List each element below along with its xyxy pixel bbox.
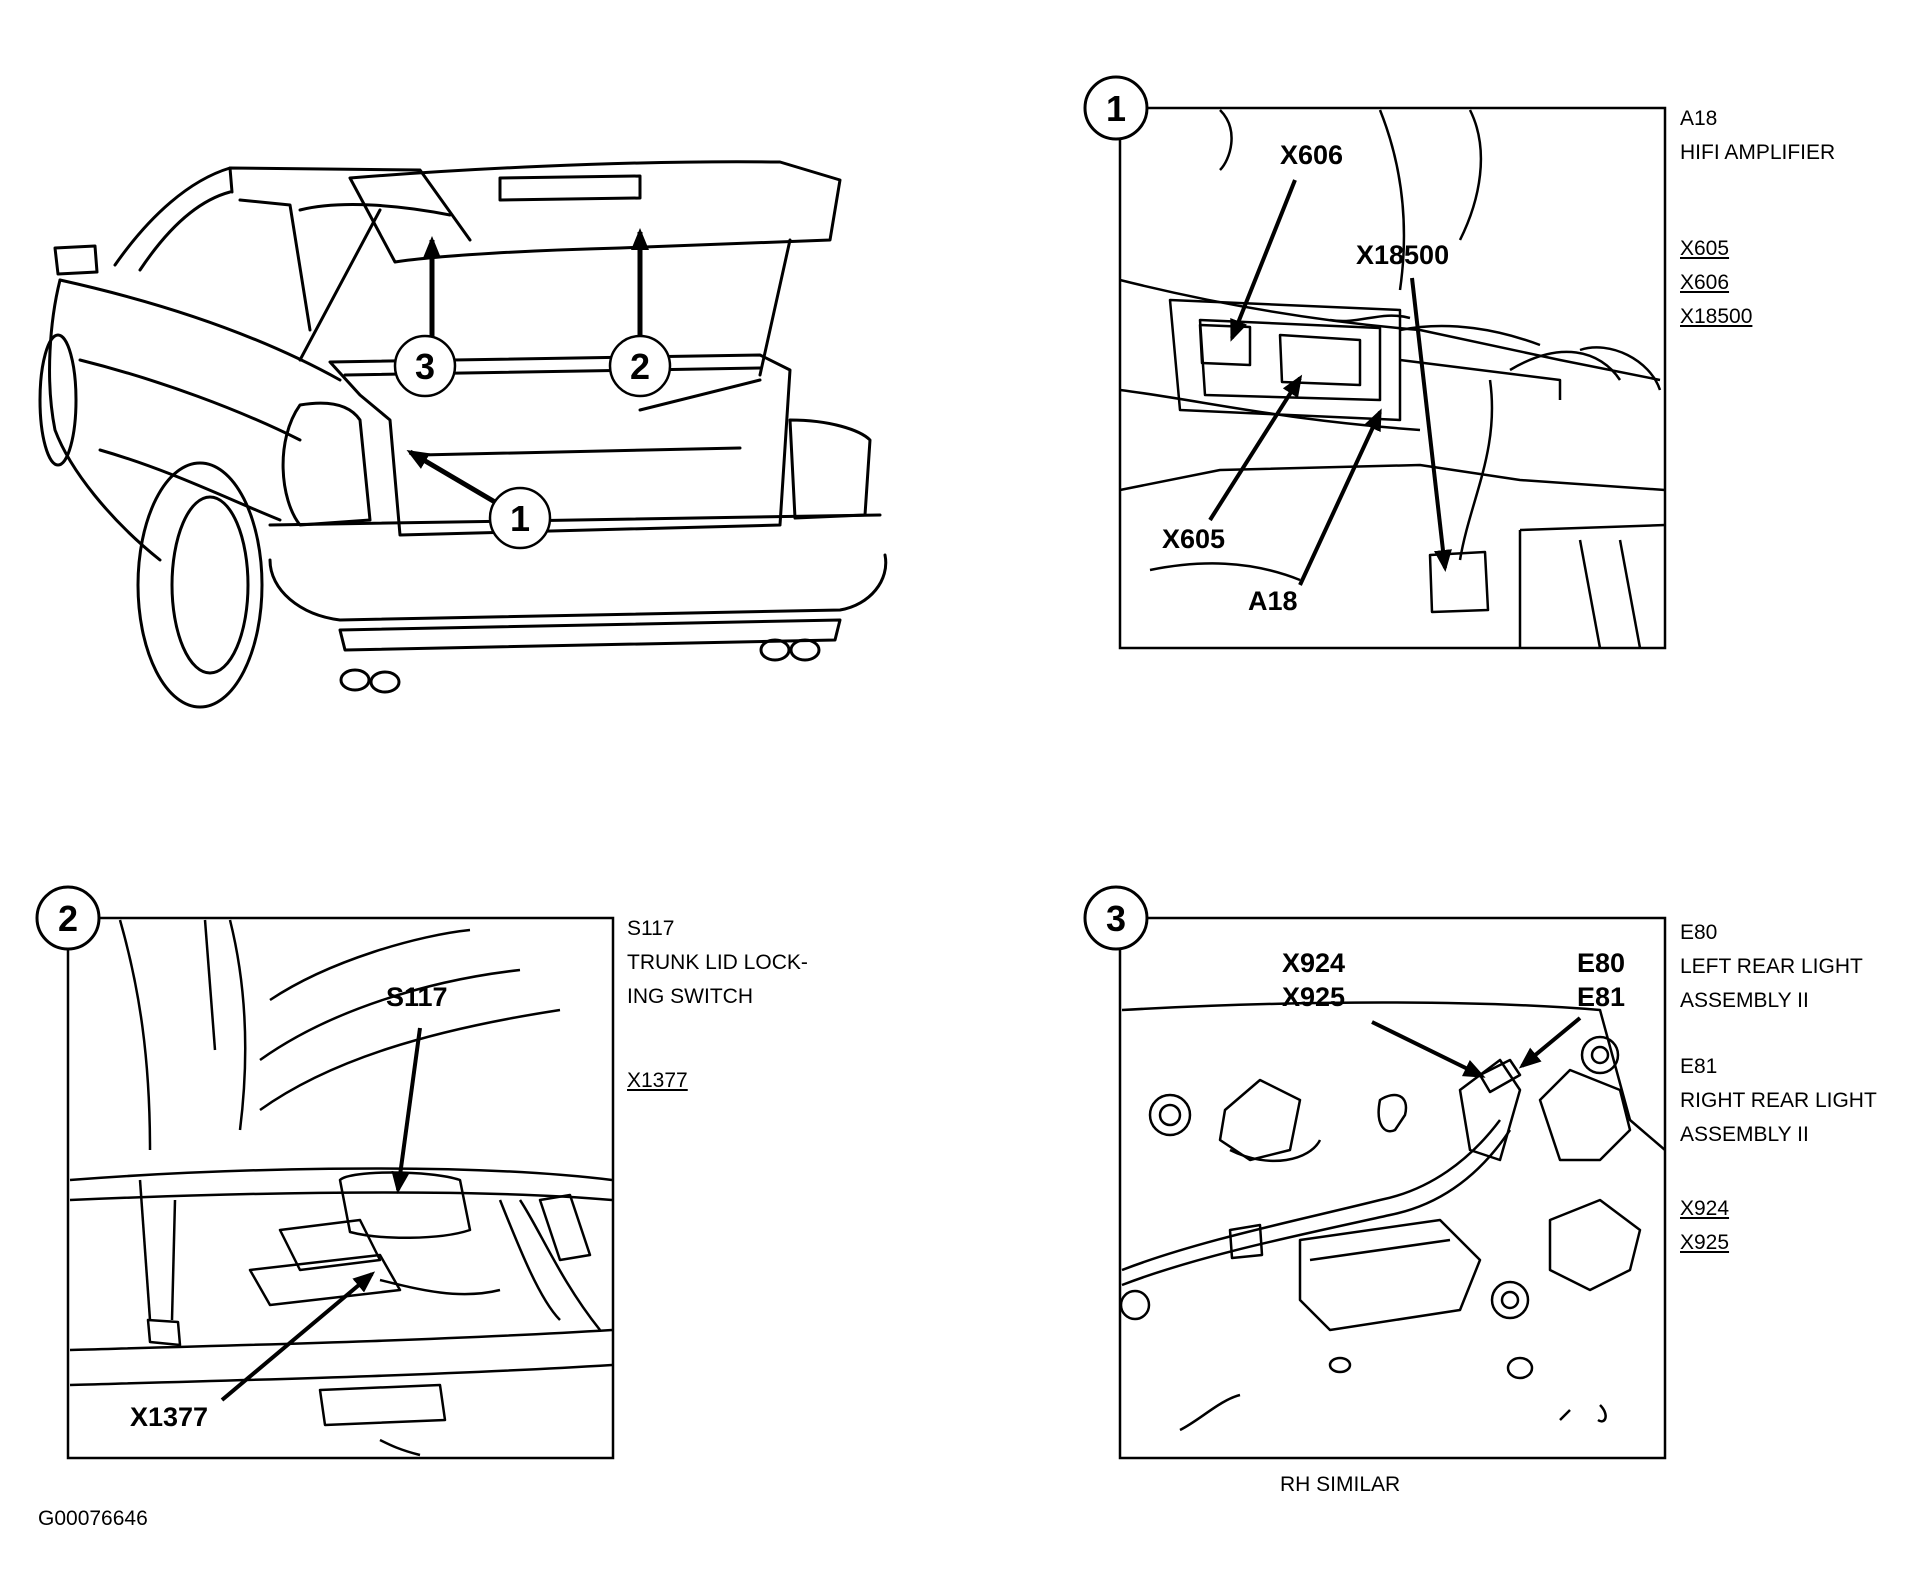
panel-1-badge xyxy=(1083,75,1149,141)
panel-1-legend: A18 HIFI AMPLIFIER X605 X606 X18500 xyxy=(1680,102,1835,334)
figure-id: G00076646 xyxy=(38,1507,148,1530)
panel-1-illustration xyxy=(1119,109,1666,649)
label-e80: E80 xyxy=(1577,948,1625,978)
label-x925: X925 xyxy=(1282,982,1345,1012)
legend-name-e80-line1: LEFT REAR LIGHT xyxy=(1680,955,1863,978)
panel-2-badge xyxy=(35,885,101,951)
overview-callout-circles xyxy=(393,334,672,550)
legend-code-e81: E81 xyxy=(1680,1055,1718,1078)
legend-name-e81-line2: ASSEMBLY II xyxy=(1680,1123,1809,1146)
legend-connector-x924: X924 xyxy=(1680,1197,1730,1220)
label-a18: A18 xyxy=(1248,586,1298,616)
panel-1-arrows xyxy=(1208,179,1452,586)
label-x1377: X1377 xyxy=(130,1402,208,1432)
label-s117: S117 xyxy=(386,982,448,1012)
car-overview-illustration xyxy=(38,160,888,709)
panel-3-number: 3 xyxy=(1106,898,1126,939)
legend-code-a18: A18 xyxy=(1680,107,1718,130)
panel-2-legend: S117 TRUNK LID LOCK- ING SWITCH X1377 xyxy=(627,912,808,1098)
panel-1-frame xyxy=(1118,106,1667,650)
legend-connector-x605: X605 xyxy=(1680,237,1730,260)
legend-code-e80: E80 xyxy=(1680,921,1718,944)
overview-callout-arrows xyxy=(406,228,649,508)
legend-code-s117: S117 xyxy=(627,917,675,940)
overview-callout-2: 2 xyxy=(630,346,650,387)
panel-3-badge xyxy=(1083,885,1149,951)
panel-2-frame xyxy=(66,916,615,1460)
panel-2-illustration xyxy=(69,919,613,1457)
overview-callout-1: 1 xyxy=(510,498,530,539)
legend-name-e80-line2: ASSEMBLY II xyxy=(1680,989,1809,1012)
overview-callout-3: 3 xyxy=(415,346,435,387)
panel-1-number: 1 xyxy=(1106,88,1126,129)
panel-3-legend: E80 LEFT REAR LIGHT ASSEMBLY II E81 RIGH… xyxy=(1680,916,1877,1260)
label-x606: X606 xyxy=(1280,140,1343,170)
legend-connector-x606: X606 xyxy=(1680,271,1730,294)
panel-2-arrows xyxy=(220,1027,422,1402)
legend-connector-x1377: X1377 xyxy=(627,1069,688,1092)
legend-name-trunk-lid-line2: ING SWITCH xyxy=(627,985,753,1008)
panel-3-illustration xyxy=(1119,1001,1666,1432)
panel-3-arrows xyxy=(1371,1016,1582,1078)
legend-name-trunk-lid-line1: TRUNK LID LOCK- xyxy=(627,951,808,974)
panel-3-frame xyxy=(1118,916,1667,1460)
label-x18500: X18500 xyxy=(1356,240,1449,270)
legend-name-e81-line1: RIGHT REAR LIGHT xyxy=(1680,1089,1877,1112)
panel-2-number: 2 xyxy=(58,898,78,939)
label-e81: E81 xyxy=(1577,982,1625,1012)
panel-3-caption: RH SIMILAR xyxy=(1280,1473,1401,1496)
legend-connector-x925: X925 xyxy=(1680,1231,1730,1254)
legend-name-hifi-amplifier: HIFI AMPLIFIER xyxy=(1680,141,1836,164)
label-x605: X605 xyxy=(1162,524,1225,554)
label-x924: X924 xyxy=(1282,948,1345,978)
legend-connector-x18500: X18500 xyxy=(1680,305,1753,328)
